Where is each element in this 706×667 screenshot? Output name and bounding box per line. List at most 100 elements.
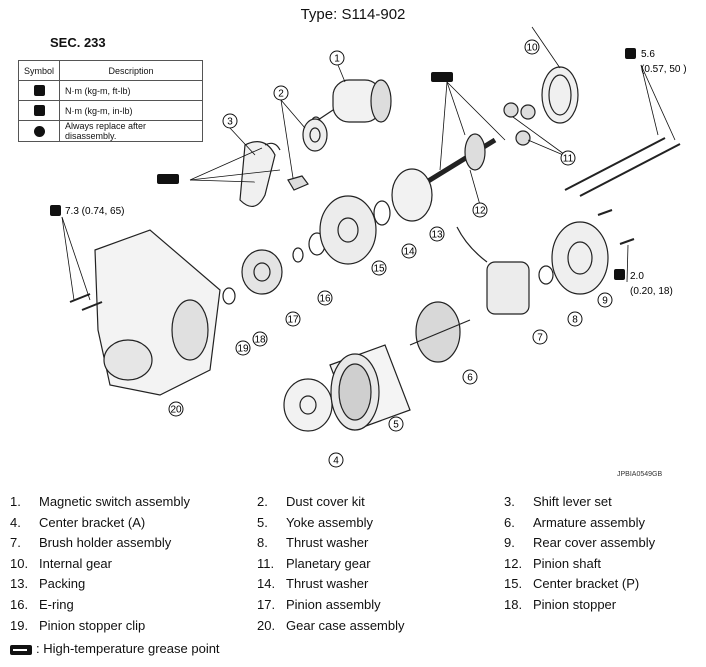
internal-gear-part bbox=[541, 66, 579, 124]
reference-code: JPBIA0549GB bbox=[617, 471, 663, 478]
part-item: 16. E-ring bbox=[10, 597, 74, 612]
torque-icon bbox=[33, 105, 45, 117]
part-number: 13. bbox=[10, 576, 29, 592]
callout-circle bbox=[371, 260, 387, 276]
grease-icon bbox=[431, 72, 453, 82]
callout-number: 2 bbox=[278, 89, 284, 100]
bolt-part bbox=[597, 209, 613, 216]
thrust-washer-part bbox=[373, 200, 391, 226]
part-number: 17. bbox=[257, 596, 276, 612]
part-name: Magnetic switch assembly bbox=[39, 494, 190, 509]
part-number: 3. bbox=[504, 494, 515, 509]
torque-label: 2.0 bbox=[630, 271, 644, 282]
part-name: Internal gear bbox=[39, 555, 112, 571]
part-item: 13.Packing bbox=[10, 576, 85, 591]
callout-number: 13 bbox=[431, 230, 443, 241]
part-item: 6.Armature assembly bbox=[504, 515, 645, 530]
part-number: 9. bbox=[504, 535, 515, 551]
gear-case-part bbox=[94, 229, 221, 396]
callout-circle bbox=[524, 39, 540, 55]
part-number: 19. bbox=[10, 617, 29, 633]
through-bolt-part bbox=[579, 143, 681, 197]
parts-list: 1. Magnetic switch assembly 2. Dust cover … bbox=[10, 494, 700, 638]
part-item: 20. Gear case assembly bbox=[257, 618, 405, 633]
part-item: 18.Pinion stopper bbox=[504, 597, 616, 612]
callout-circle bbox=[317, 290, 333, 306]
callout-number: 16 bbox=[319, 294, 331, 305]
part-item: 14. Thrust washer bbox=[257, 576, 368, 591]
armature-part bbox=[409, 301, 471, 363]
section-label: SEC. 233 bbox=[50, 35, 106, 50]
callout-circle bbox=[388, 416, 404, 432]
callout-circle bbox=[235, 340, 251, 356]
part-name: Shift lever set bbox=[533, 494, 612, 509]
part-number: 11. bbox=[257, 555, 275, 571]
parts-row: 1. Magnetic switch assembly 2. Dust cover … bbox=[10, 494, 700, 515]
torque-icon bbox=[625, 48, 636, 59]
planetary-gear-part bbox=[515, 130, 531, 146]
part-name: Center bracket (A) bbox=[39, 514, 146, 530]
shift-lever-part bbox=[239, 141, 281, 207]
torque-icon bbox=[614, 269, 625, 280]
callout-number: 19 bbox=[237, 344, 249, 355]
part-number: 20. bbox=[257, 617, 276, 633]
callout-number: 8 bbox=[572, 315, 578, 326]
part-item: 2. Dust cover kit bbox=[257, 494, 365, 509]
part-name: E-ring bbox=[39, 596, 74, 612]
callout-number: 6 bbox=[467, 373, 473, 384]
callout-circle bbox=[567, 311, 583, 327]
callout-circle bbox=[252, 331, 268, 347]
callout-circle bbox=[328, 452, 344, 468]
pinion-stopper-part bbox=[222, 287, 236, 305]
bolt-part bbox=[619, 238, 635, 245]
parts-row: 13.Packing 14.Thrust washer 15.Center br… bbox=[10, 576, 700, 597]
part-item: 3. Shift lever set bbox=[504, 494, 612, 509]
part-item: 1. Magnetic switch assembly bbox=[10, 494, 190, 509]
part-name: Thrust washer bbox=[286, 576, 369, 592]
callout-number: 12 bbox=[474, 206, 486, 217]
part-name: Armature assembly bbox=[533, 514, 645, 530]
callout-number: 14 bbox=[403, 247, 415, 258]
part-item: 17. Pinion assembly bbox=[257, 597, 381, 612]
torque-icon bbox=[50, 205, 61, 216]
part-number: 2. bbox=[257, 494, 268, 509]
callout-number: 9 bbox=[602, 296, 608, 307]
part-name: Pinion assembly bbox=[286, 596, 381, 612]
part-number: 12. bbox=[504, 555, 523, 571]
callout-number: 5 bbox=[393, 420, 399, 431]
part-item: 10.Internal gear bbox=[10, 556, 112, 571]
torque-label: (0.20, 18) bbox=[630, 286, 673, 297]
callout-circle bbox=[472, 202, 488, 218]
parts-row: 7.Brush holder assembly 8.Thrust washer … bbox=[10, 535, 700, 556]
part-item: 4.Center bracket (A) bbox=[10, 515, 145, 530]
callout-number: 7 bbox=[537, 333, 543, 344]
part-item: 9.Rear cover assembly bbox=[504, 535, 655, 550]
planetary-gear-part bbox=[503, 102, 519, 118]
part-number: 16. bbox=[10, 596, 29, 612]
part-number: 1. bbox=[10, 494, 21, 509]
pinion-shaft-part bbox=[423, 133, 497, 186]
callout-circle bbox=[168, 401, 184, 417]
parts-row: 4.Center bracket (A) 5.Yoke assembly 6.A… bbox=[10, 515, 700, 536]
part-number: 14. bbox=[257, 576, 276, 592]
callout-circle bbox=[401, 243, 417, 259]
type-title: Type: S114-902 bbox=[300, 6, 406, 23]
part-item: 7.Brush holder assembly bbox=[10, 535, 171, 550]
part-name: Pinion shaft bbox=[533, 555, 601, 571]
bolt-part bbox=[69, 293, 91, 303]
torque-label: (0.57, 50 ) bbox=[641, 64, 687, 75]
grease-icon bbox=[157, 174, 179, 184]
part-name: Gear case assembly bbox=[286, 617, 405, 633]
planetary-gear-part bbox=[520, 104, 536, 120]
replace-icon bbox=[33, 125, 45, 137]
part-name: Center bracket (P) bbox=[533, 576, 640, 592]
torque-label: 7.3 (0.74, 65) bbox=[65, 206, 124, 217]
callout-circle bbox=[273, 85, 289, 101]
parts-row: 16. E-ring 17. Pinion assembly 18.Pinion s… bbox=[10, 597, 700, 618]
part-name: Brush holder assembly bbox=[39, 535, 172, 551]
callout-circle bbox=[560, 150, 576, 166]
part-name: Dust cover kit bbox=[286, 494, 365, 509]
callout-number: 11 bbox=[563, 154, 574, 165]
callout-number: 17 bbox=[287, 315, 299, 326]
